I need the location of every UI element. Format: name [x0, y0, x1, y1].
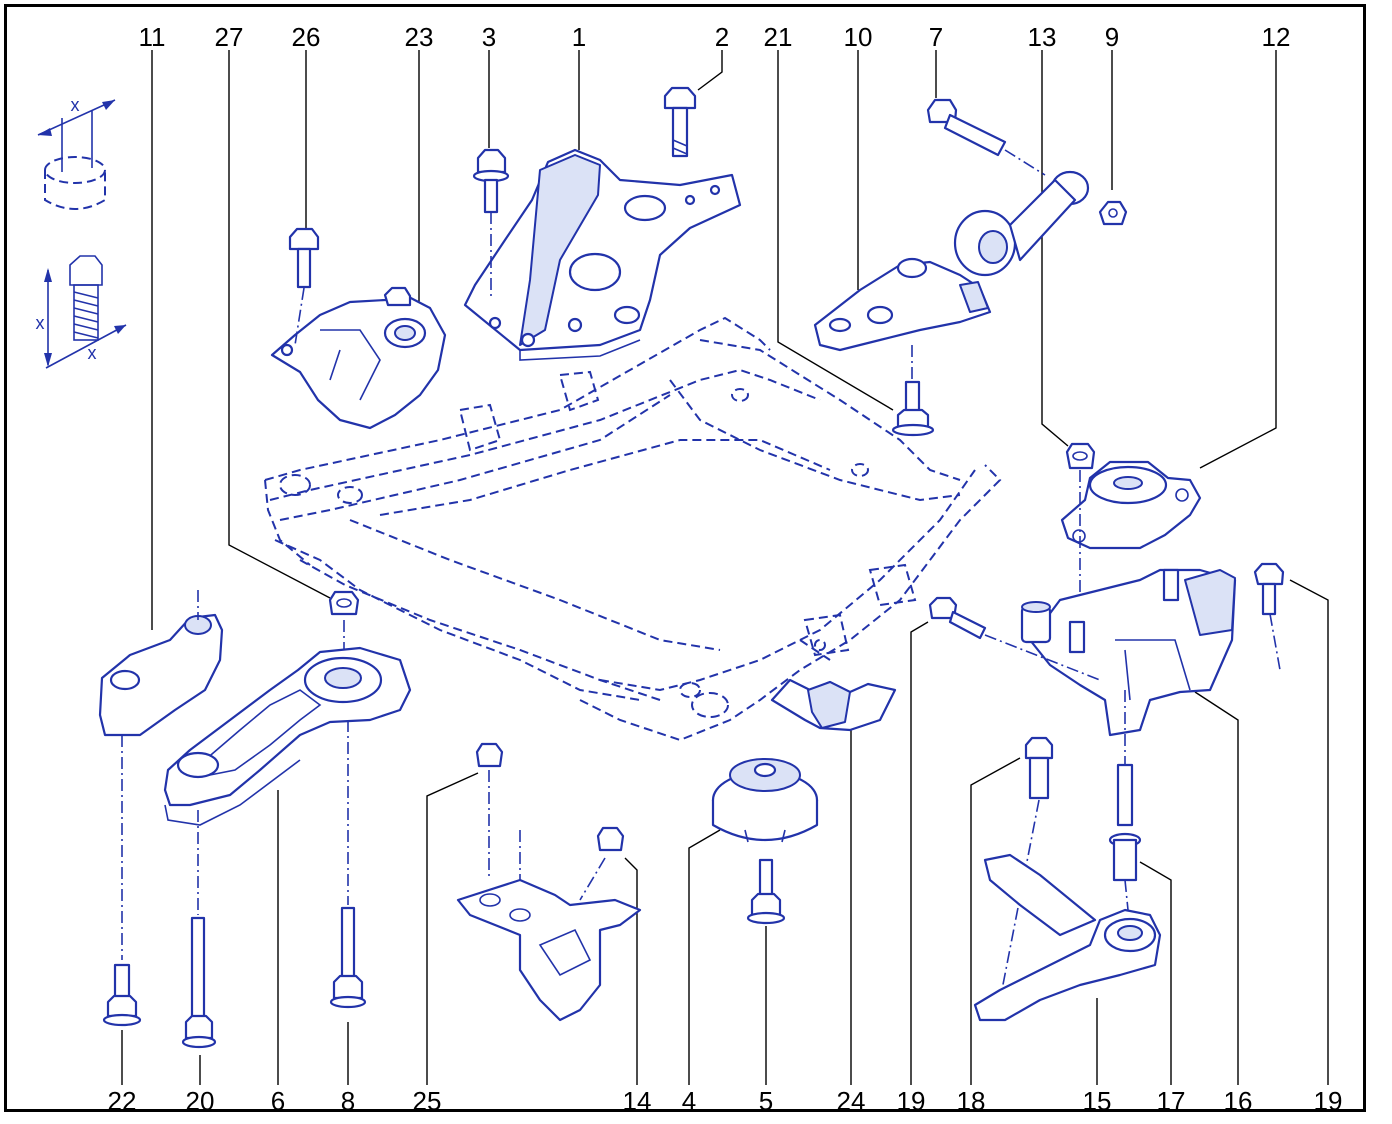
- part-14-nut: [579, 826, 625, 901]
- callout-label: 9: [1104, 22, 1120, 52]
- callout-label: 23: [404, 22, 434, 52]
- part-16-bracket: [1020, 568, 1237, 737]
- callout-label: 18: [956, 1086, 986, 1116]
- part-2-bolt: [663, 86, 697, 158]
- callout-label: 25: [412, 1086, 442, 1116]
- callout-label: 26: [291, 22, 321, 52]
- part-15-arm: [973, 853, 1162, 1022]
- part-6-mount-arm: [163, 646, 412, 826]
- part-10-bracket: [813, 257, 992, 352]
- part-24-pad: [770, 678, 897, 732]
- part-9-nut: [1098, 200, 1128, 226]
- callout-label: 5: [758, 1086, 774, 1116]
- callout-label: 24: [836, 1086, 866, 1116]
- part-19-bolt-right: [1253, 562, 1285, 671]
- subframe-dashed: [264, 316, 1002, 742]
- callout-label: 17: [1156, 1086, 1186, 1116]
- callout-label: 3: [481, 22, 497, 52]
- callout-label: 19: [1313, 1086, 1343, 1116]
- callout-label: 11: [138, 22, 166, 52]
- part-25-bracket: [456, 878, 642, 1022]
- part-20-bolt: [181, 810, 217, 1049]
- nut-detail: [37, 99, 116, 210]
- part-1-engine-bracket: [463, 148, 742, 361]
- detail-x-mark: x: [70, 95, 80, 115]
- part-3-bolt: [472, 148, 510, 300]
- part-23-mount: [270, 286, 447, 430]
- callout-label: 1: [571, 22, 587, 52]
- callout-label: 15: [1082, 1086, 1112, 1116]
- part-7-bolt: [926, 98, 1046, 176]
- callout-label: 13: [1027, 22, 1057, 52]
- part-17-stud: [1108, 690, 1142, 931]
- part-25-nut: [475, 742, 521, 900]
- callout-label: 12: [1261, 22, 1291, 52]
- part-27-nut: [328, 590, 360, 905]
- bolt-detail: [44, 255, 127, 369]
- callout-label: 27: [214, 22, 244, 52]
- torque-rod-bushing: [953, 170, 1090, 277]
- callout-label: 19: [896, 1086, 926, 1116]
- callout-label: 22: [107, 1086, 137, 1116]
- diagram-frame: [4, 4, 1366, 1112]
- part-4-mount: [711, 758, 819, 843]
- part-12-mount: [1060, 460, 1202, 550]
- part-5-bolt: [746, 858, 786, 925]
- callout-label: 6: [270, 1086, 286, 1116]
- callout-label: 7: [928, 22, 944, 52]
- part-19-bolt-left: [928, 596, 1101, 681]
- callout-label: 21: [763, 22, 793, 52]
- part-26-bolt: [288, 227, 320, 346]
- part-21-bolt: [891, 345, 935, 437]
- callout-label: 20: [185, 1086, 215, 1116]
- part-8-bolt: [329, 906, 367, 1009]
- callout-label: 16: [1223, 1086, 1253, 1116]
- callout-label: 2: [714, 22, 730, 52]
- detail-x-mark: x: [87, 343, 97, 363]
- part-13-nut: [1065, 442, 1096, 620]
- detail-x-mark: x: [35, 313, 45, 333]
- callout-label: 8: [340, 1086, 356, 1116]
- part-18-bolt: [999, 736, 1054, 1001]
- callout-label: 4: [681, 1086, 697, 1116]
- callout-label: 10: [843, 22, 873, 52]
- callout-label: 14: [622, 1086, 652, 1116]
- part-22-bolt: [102, 963, 142, 1027]
- part-11-rod: [98, 590, 224, 960]
